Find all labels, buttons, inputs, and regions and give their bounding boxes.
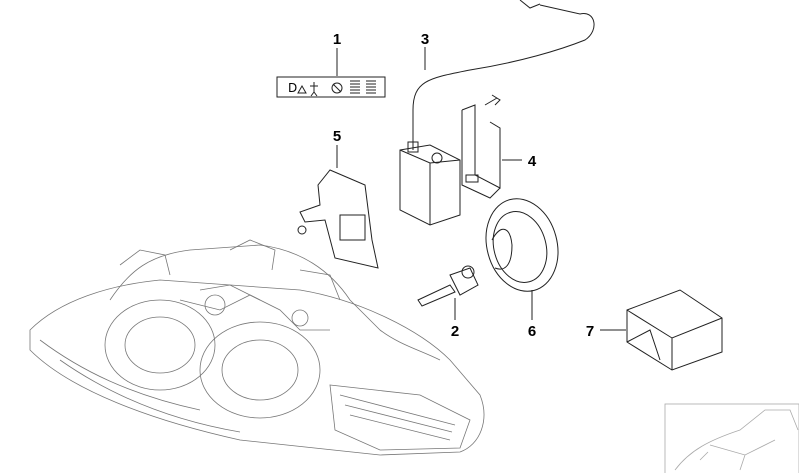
ballast-part — [399, 0, 595, 226]
vehicle-thumbnail — [664, 403, 799, 473]
callout-4[interactable]: 4 — [528, 153, 537, 170]
box-part — [600, 289, 723, 371]
headlight-assembly — [29, 239, 485, 456]
callout-7[interactable]: 7 — [586, 323, 594, 340]
bracket-part — [461, 94, 522, 199]
warning-label-text: D — [288, 81, 297, 95]
bulb-part — [417, 265, 479, 320]
callout-6[interactable]: 6 — [528, 323, 536, 340]
cap-part — [485, 198, 559, 320]
callout-1[interactable]: 1 — [333, 31, 341, 48]
callout-5[interactable]: 5 — [333, 128, 341, 145]
callout-2[interactable]: 2 — [451, 323, 459, 340]
callout-3[interactable]: 3 — [421, 31, 429, 48]
striped-icon — [350, 80, 376, 94]
warning-label-part: D — [276, 48, 386, 98]
control-bracket-part — [297, 145, 379, 269]
